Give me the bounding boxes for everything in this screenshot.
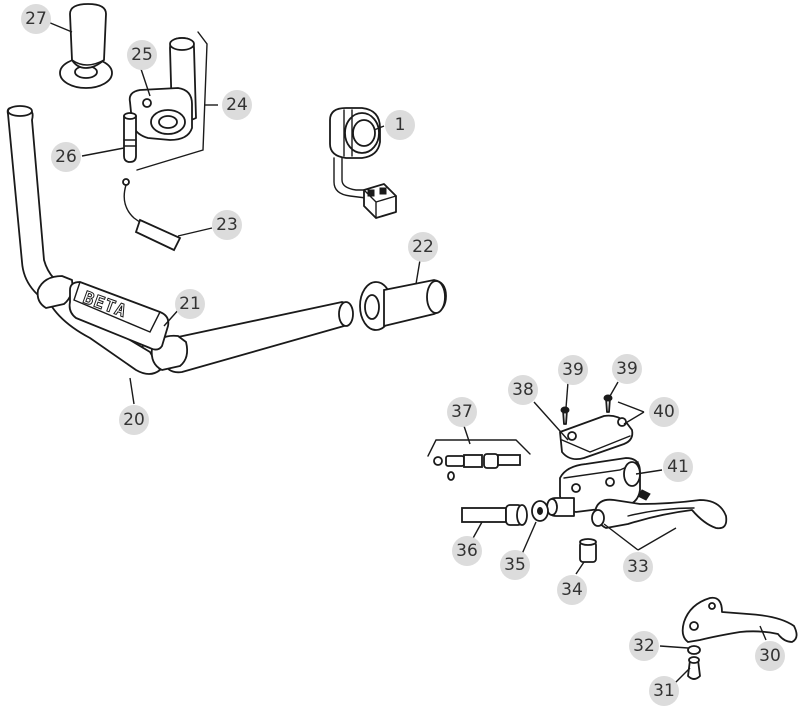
svg-text:36: 36 xyxy=(456,541,478,561)
part-label-27: 27 xyxy=(21,4,51,34)
svg-text:20: 20 xyxy=(123,410,145,430)
svg-text:40: 40 xyxy=(653,402,675,422)
svg-text:32: 32 xyxy=(633,636,655,656)
part-label-36: 36 xyxy=(452,536,482,566)
set-screw-part xyxy=(579,538,597,563)
part-label-33: 33 xyxy=(623,552,653,582)
svg-text:25: 25 xyxy=(131,45,153,65)
left-grip-part xyxy=(59,3,113,89)
adjuster-kit-part xyxy=(427,439,531,481)
part-label-1: 1 xyxy=(385,110,415,140)
svg-text:26: 26 xyxy=(55,147,77,167)
part-label-40: 40 xyxy=(649,397,679,427)
part-label-26: 26 xyxy=(51,142,81,172)
svg-text:30: 30 xyxy=(759,646,781,666)
part-label-35: 35 xyxy=(500,550,530,580)
part-label-23: 23 xyxy=(212,210,242,240)
svg-text:37: 37 xyxy=(451,402,473,422)
part-label-32: 32 xyxy=(629,631,659,661)
part-label-34: 34 xyxy=(557,575,587,605)
part-label-38: 38 xyxy=(508,375,538,405)
reservoir-cover-part xyxy=(559,394,634,461)
part-label-20: 20 xyxy=(119,405,149,435)
svg-text:39: 39 xyxy=(616,359,638,379)
part-label-39b: 39 xyxy=(612,354,642,384)
part-label-39a: 39 xyxy=(558,355,588,385)
svg-text:21: 21 xyxy=(179,294,201,314)
svg-text:41: 41 xyxy=(667,457,689,477)
brake-lever-part xyxy=(591,498,728,530)
throttle-assembly xyxy=(123,31,208,171)
washer-part xyxy=(531,500,549,522)
svg-text:35: 35 xyxy=(504,555,526,575)
part-label-41: 41 xyxy=(663,452,693,482)
svg-text:34: 34 xyxy=(561,580,583,600)
bolt-part xyxy=(461,504,528,526)
svg-text:24: 24 xyxy=(226,95,248,115)
engine-stop-switch-part xyxy=(329,107,397,219)
part-number-badges: 27 25 24 26 1 23 22 21 20 39 39 38 40 37… xyxy=(21,4,785,706)
part-label-37: 37 xyxy=(447,397,477,427)
svg-text:31: 31 xyxy=(653,681,675,701)
leader-lines xyxy=(47,21,767,685)
svg-text:38: 38 xyxy=(512,380,534,400)
part-label-24: 24 xyxy=(222,90,252,120)
part-label-31: 31 xyxy=(649,676,679,706)
svg-text:1: 1 xyxy=(395,115,406,135)
part-label-21: 21 xyxy=(175,289,205,319)
svg-text:39: 39 xyxy=(562,360,584,380)
right-grip-part xyxy=(359,279,447,331)
svg-text:22: 22 xyxy=(412,237,434,257)
svg-text:23: 23 xyxy=(216,215,238,235)
throttle-cable-part xyxy=(122,178,182,252)
master-cylinder-part xyxy=(546,457,651,517)
part-label-22: 22 xyxy=(408,232,438,262)
clutch-lever-part xyxy=(681,596,798,643)
part-label-25: 25 xyxy=(127,40,157,70)
pivot-bolt-part xyxy=(687,645,701,680)
part-label-30: 30 xyxy=(755,641,785,671)
svg-text:33: 33 xyxy=(627,557,649,577)
svg-text:27: 27 xyxy=(25,9,47,29)
